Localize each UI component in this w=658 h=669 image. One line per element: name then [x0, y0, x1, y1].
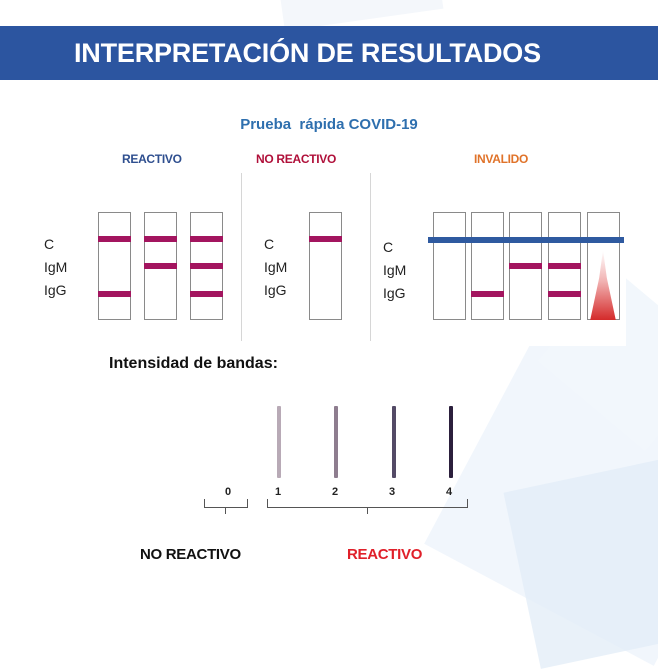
category-no-reactivo: NO REACTIVO: [256, 152, 337, 166]
test-strip: [309, 212, 342, 320]
label-igg: IgG: [383, 285, 406, 301]
bracket-no-reactivo: [204, 499, 248, 508]
intensity-level-3: 3: [389, 486, 396, 498]
igg-band: [98, 291, 131, 297]
label-c: C: [264, 236, 275, 252]
control-band: [190, 236, 223, 242]
footer-reactivo: REACTIVO: [347, 546, 423, 563]
intensity-bar-3: [392, 406, 396, 478]
panel-no-reactivo: [243, 173, 369, 341]
intensity-level-1: 1: [275, 486, 282, 498]
intensity-level-2: 2: [332, 486, 339, 498]
label-igg: IgG: [44, 282, 67, 298]
test-strip: [98, 212, 131, 320]
igm-band: [509, 263, 542, 269]
control-band: [98, 236, 131, 242]
page-title: INTERPRETACIÓN DE RESULTADOS: [74, 38, 541, 68]
label-igm: IgM: [264, 259, 288, 275]
title-banner: INTERPRETACIÓN DE RESULTADOS: [0, 26, 658, 80]
intensity-level-4: 4: [446, 486, 453, 498]
igm-band: [548, 263, 581, 269]
panel-divider: [370, 173, 371, 341]
category-reactivo: REACTIVO: [122, 152, 182, 166]
intensity-title: Intensidad de bandas:: [109, 355, 278, 372]
igm-band: [144, 263, 177, 269]
label-c: C: [383, 239, 394, 255]
intensity-bar-1: [277, 406, 281, 478]
igm-band: [190, 263, 223, 269]
control-line: [428, 237, 624, 243]
label-igg: IgG: [264, 282, 287, 298]
intensity-bar-4: [449, 406, 453, 478]
igg-band: [471, 291, 504, 297]
label-c: C: [44, 236, 55, 252]
test-strip: [471, 212, 504, 320]
intensity-level-0: 0: [225, 486, 232, 498]
footer-no-reactivo: NO REACTIVO: [140, 546, 241, 563]
intensity-bar-2: [334, 406, 338, 478]
category-invalido: INVALIDO: [474, 152, 529, 166]
control-band: [144, 236, 177, 242]
test-strip: [433, 212, 466, 320]
control-band: [309, 236, 342, 242]
label-igm: IgM: [44, 259, 68, 275]
bracket-tick: [225, 507, 226, 514]
panel-divider: [241, 173, 242, 341]
label-igm: IgM: [383, 262, 407, 278]
test-subtitle: Prueba rápida COVID-19: [240, 116, 418, 133]
bracket-tick: [367, 507, 368, 514]
igg-band: [548, 291, 581, 297]
igg-band: [190, 291, 223, 297]
